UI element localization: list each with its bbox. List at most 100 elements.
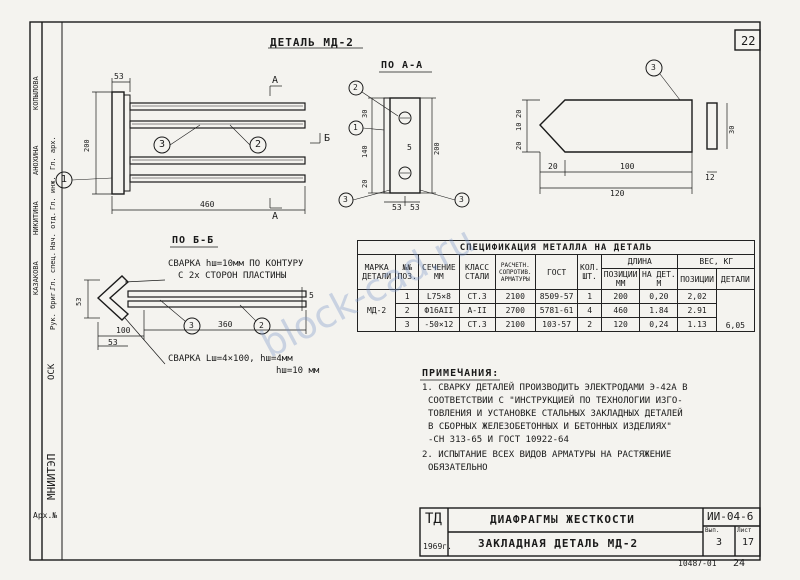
sidebar-org: МНИИТЭП [45,453,58,500]
plate-dim-20b: 20 [515,141,523,150]
callout-2-text: 2 [255,139,262,150]
spec-row: МД-2 1 L75×8 СТ.3 2100 8509-57 1 200 0,2… [356,289,756,332]
spec-h-len-pos: ПОЗИЦИИ ММ [601,268,641,290]
title-year: 1969г. [423,542,452,551]
aa-callout-3b-text: 3 [459,195,464,204]
section-aa-view [338,80,470,208]
title-sheet: 17 [742,537,755,548]
bb-callout-2 [253,317,271,335]
note-1-line-3: ТОВЛЕНИЯ И УСТАНОВКЕ СТАЛЬНЫХ ЗАКЛАДНЫХ … [428,409,683,419]
title-block-frame [419,507,761,557]
weld-note-3: СВАРКА Lш=4×100, hш=4мм [168,354,293,364]
title-vyp-label: Вып. [705,527,720,534]
cut-a-top: А [272,75,279,86]
stamp-row: Гл. арх. [49,136,57,170]
spec-h-calc: РАСЧЕТН. СОПРОТИВ. АРМАТУРЫ [494,254,536,290]
stamp-row: Рук. бриг. [49,287,57,330]
aa-angle [383,97,391,194]
sidebar-osk: ОСК [47,363,57,380]
sidebar-arch: Арх.№ [33,511,58,520]
spec-row: 3 -50×12 СТ.3 2100 103-57 2 120 0,24 1.1… [358,317,755,332]
title-line-2: ЗАКЛАДНАЯ ДЕТАЛЬ МД-2 [478,537,639,550]
aa-dim-30: 30 [361,109,369,118]
plan-bar-4 [129,174,306,183]
stamp-row: НИКИТИНА [32,201,40,235]
stamp-row: Гл. спец. [49,252,57,290]
dim-53: 53 [114,72,124,81]
spec-h-length: ДЛИНА [601,254,679,269]
plate-dim-12: 12 [705,173,715,182]
spec-cell: 120 [601,317,641,332]
weld-note-4: hш=10 мм [276,366,320,376]
stamp-row: Гл. инж. [49,176,57,210]
title-td: ТД [425,511,442,527]
title-vyp: 3 [716,537,723,548]
spec-h-mark: МАРКА ДЕТАЛИ [356,254,397,290]
aa-dim-53b: 53 [410,203,420,212]
spec-cell: 2100 [494,289,536,304]
bb-dim-53a: 53 [75,297,83,306]
spec-cell: А-II [458,303,496,318]
spec-cell: 2100 [494,317,536,332]
spec-cell: 1.13 [677,317,717,332]
callout-1-text: 1 [61,174,68,185]
plate-outline [539,99,693,153]
bb-dim-100: 100 [116,326,131,335]
plate-dim-10: 10 [515,122,523,131]
aa-callout-3a-text: 3 [343,195,348,204]
stamp-row: КОПЫЛОВА [32,76,40,110]
spec-h-qty: КОЛ. ШТ. [577,254,603,290]
plate-side [706,102,718,150]
spec-cell: Ф16АII [418,303,460,318]
bb-callout-3 [183,317,201,335]
aa-dim-200: 200 [433,142,441,155]
bb-angle [96,275,130,321]
spec-cell: 2.91 [677,303,717,318]
spec-cell: -50×12 [418,317,460,332]
spec-mark: МД-2 [356,289,397,332]
plan-plate [111,91,125,195]
spec-cell: 5781-61 [534,303,579,318]
cut-b-label: Б [324,133,331,144]
spec-cell: 3 [395,317,420,332]
spec-h-gost: ГОСТ [534,254,579,290]
plate-dim-120: 120 [610,189,625,198]
note-1-line-2: СООТВЕТСТВИИ С "ИНСТРУКЦИЕЙ ПО ТЕХНОЛОГИ… [428,396,683,406]
aa-dim-53a: 53 [392,203,402,212]
spec-cell: L75×8 [418,289,460,304]
aa-callout-2-text: 2 [353,83,358,92]
spec-cell: 2 [577,317,603,332]
weld-note-1: СВАРКА hш=10мм ПО КОНТУРУ [168,259,304,269]
spec-cell: 2,02 [677,289,717,304]
spec-cell: СТ.3 [458,317,496,332]
section-aa-title: ПО А-А [381,60,424,71]
title-code: ИИ-04-6 [707,510,754,523]
bb-dim-5: 5 [309,291,314,300]
spec-h-w-det: ДЕТАЛИ [715,268,756,290]
title-sheet-label: Лист [737,527,752,534]
sheet-number-box [734,29,761,51]
spec-cell: 103-57 [534,317,579,332]
plate-dim-100: 100 [620,162,635,171]
bb-bar-1 [127,290,307,298]
plate-callout-3-text: 3 [651,63,656,72]
bb-callout-3-text: 3 [189,321,194,330]
spec-h-section: СЕЧЕНИЕ ММ [418,254,460,290]
note-2-line-2: ОБЯЗАТЕЛЬНО [428,463,488,473]
spec-cell: 1.84 [639,303,679,318]
spec-cell: 2700 [494,303,536,318]
spec-cell: 1 [577,289,603,304]
bb-callout-2-text: 2 [259,321,264,330]
stamp-row: Нач. отд. [49,212,57,250]
plan-angle [123,94,131,192]
spec-row: 2 Ф16АII А-II 2700 5781-61 4 460 1.84 2.… [358,303,755,318]
spec-cell: 0,20 [639,289,679,304]
title-line-1: ДИАФРАГМЫ ЖЕСТКОСТИ [490,513,635,526]
aa-callout-1-text: 1 [353,123,358,132]
bb-bar-2 [127,300,307,308]
callout-3-text: 3 [159,139,166,150]
section-bb-view [84,275,307,365]
section-bb-title: ПО Б-Б [172,235,215,246]
note-2-line-1: 2. ИСПЫТАНИЕ ВСЕХ ВИДОВ АРМАТУРЫ НА РАСТ… [422,450,672,460]
